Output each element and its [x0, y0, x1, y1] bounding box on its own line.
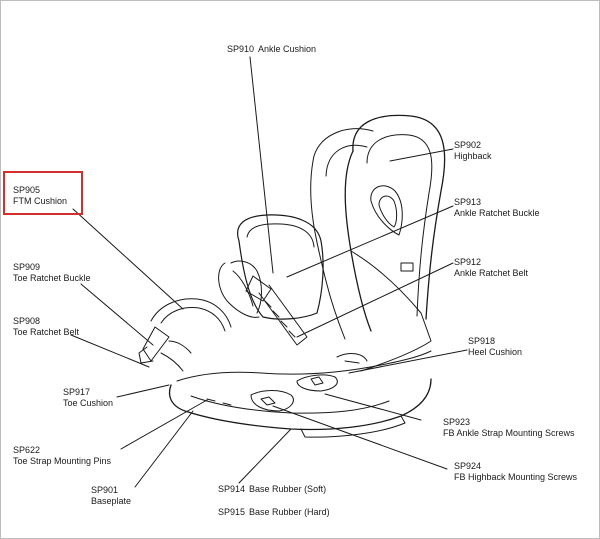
- part-name: Heel Cushion: [468, 347, 523, 357]
- part-code: SP915: [218, 507, 246, 517]
- leader-lines: [70, 56, 468, 488]
- part-code: SP908: [13, 316, 41, 326]
- part-name: Highback: [454, 151, 492, 161]
- part-name: Toe Cushion: [63, 398, 114, 408]
- part-code: SP901: [91, 485, 119, 495]
- highlight-box: [3, 171, 83, 215]
- binding-drawing: [138, 114, 446, 438]
- part-code: SP917: [63, 387, 91, 397]
- part-name: Ankle Ratchet Buckle: [454, 208, 540, 218]
- part-name: Ankle Cushion: [258, 44, 317, 54]
- part-name: Toe Ratchet Belt: [13, 327, 80, 337]
- part-code: SP918: [468, 336, 496, 346]
- part-code: SP905: [13, 185, 41, 195]
- part-code: SP923: [443, 417, 471, 427]
- part-name: Toe Ratchet Buckle: [13, 273, 91, 283]
- part-name: Ankle Ratchet Belt: [454, 268, 529, 278]
- part-name: Base Rubber (Hard): [249, 507, 330, 517]
- part-code: SP622: [13, 445, 41, 455]
- part-code: SP909: [13, 262, 41, 272]
- part-code: SP912: [454, 257, 482, 267]
- part-name: Base Rubber (Soft): [249, 484, 327, 494]
- part-name: FB Ankle Strap Mounting Screws: [443, 428, 575, 438]
- part-code: SP914: [218, 484, 246, 494]
- part-code: SP902: [454, 140, 482, 150]
- part-name: Toe Strap Mounting Pins: [13, 456, 112, 466]
- part-name: Baseplate: [91, 496, 132, 506]
- part-name: FB Highback Mounting Screws: [454, 472, 578, 482]
- part-code: SP924: [454, 461, 482, 471]
- part-code: SP913: [454, 197, 482, 207]
- part-code: SP910: [227, 44, 255, 54]
- part-name: FTM Cushion: [13, 196, 68, 206]
